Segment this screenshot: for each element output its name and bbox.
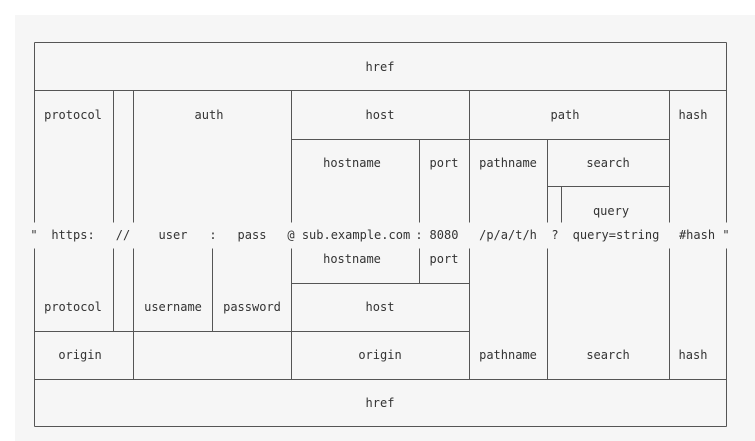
diagram-label: hash (678, 108, 708, 122)
diagram-label: @ (287, 228, 295, 242)
diagram-label: /p/a/t/h (479, 228, 537, 242)
diagram-label: search (586, 348, 630, 362)
diagram-label: path (550, 108, 580, 122)
diagram-label: search (586, 156, 630, 170)
diagram-label: pass (237, 228, 267, 242)
diagram-label: href (365, 396, 395, 410)
diagram-label: #hash (678, 228, 716, 242)
diagram-label: query=string (572, 228, 660, 242)
diagram-label: hostname (323, 156, 381, 170)
url-diagram-panel (15, 15, 755, 441)
diagram-label: port (429, 156, 459, 170)
diagram-label: hostname (323, 252, 381, 266)
diagram-label: hash (678, 348, 708, 362)
diagram-label: : (415, 228, 423, 242)
diagram-label: user (158, 228, 188, 242)
diagram-label: auth (194, 108, 224, 122)
diagram-label: ? (551, 228, 559, 242)
diagram-label: sub.example.com (301, 228, 411, 242)
diagram-label: " (30, 228, 38, 242)
diagram-label: protocol (44, 300, 102, 314)
diagram-label: protocol (44, 108, 102, 122)
diagram-label: : (209, 228, 217, 242)
diagram-label: host (365, 108, 395, 122)
diagram-label: password (223, 300, 281, 314)
diagram-label: href (365, 60, 395, 74)
diagram-label: " (722, 228, 730, 242)
diagram-label: query (592, 204, 630, 218)
diagram-label: origin (58, 348, 102, 362)
diagram-label: // (115, 228, 131, 242)
diagram-label: pathname (479, 348, 537, 362)
diagram-label: origin (358, 348, 402, 362)
diagram-label: port (429, 252, 459, 266)
diagram-label: 8080 (429, 228, 459, 242)
diagram-label: https: (51, 228, 95, 242)
diagram-label: username (144, 300, 202, 314)
diagram-label: pathname (479, 156, 537, 170)
diagram-label: host (365, 300, 395, 314)
